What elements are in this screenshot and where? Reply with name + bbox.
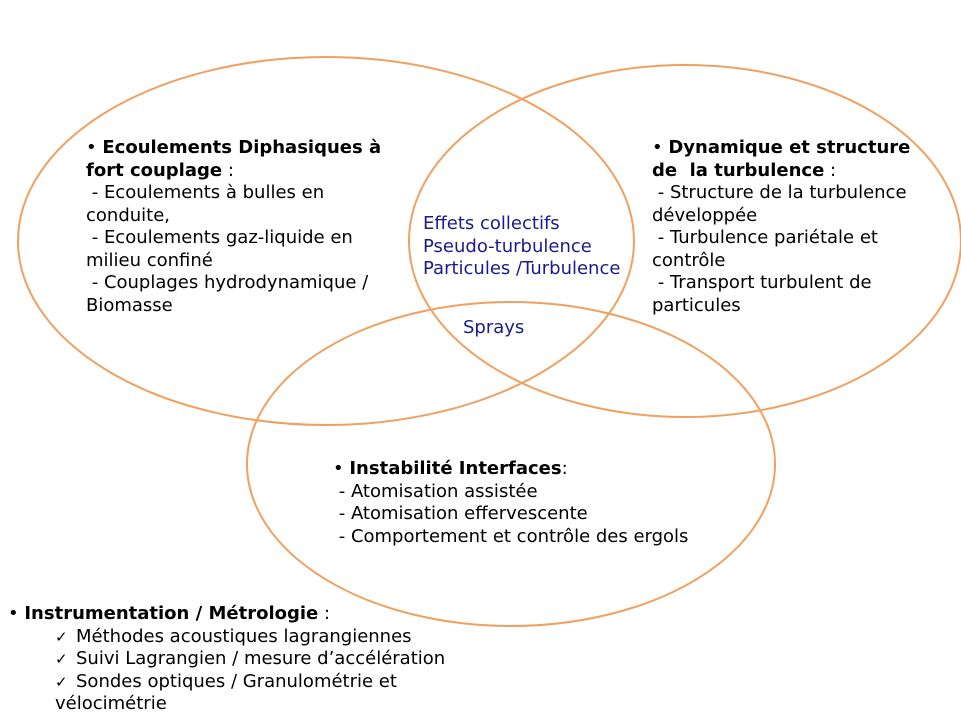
instrumentation-title-line: • Instrumentation / Métrologie :: [8, 603, 331, 624]
right-topic-item: développée: [652, 204, 758, 226]
right-circle: [408, 64, 961, 418]
right-topic-item: - Structure de la turbulence: [652, 182, 907, 203]
right-topic-title-line2: de la turbulence :: [652, 159, 837, 181]
bullet: •: [333, 458, 344, 479]
left-topic-item: conduite,: [86, 204, 171, 226]
bottom-topic-item: - Atomisation assistée: [333, 480, 538, 502]
check-icon: ✓: [55, 672, 68, 691]
center-intersection-item: Particules /Turbulence: [423, 258, 621, 279]
left-topic-title-line1: • Ecoulements Diphasiques à: [86, 137, 381, 160]
left-topic-item: Biomasse: [86, 294, 173, 316]
bottom-topic-item: - Atomisation effervescente: [333, 503, 588, 524]
bottom-topic-block: • Instabilité Interfaces: - Atomisation …: [333, 458, 688, 548]
instrumentation-item: ✓Suivi Lagrangien / mesure d’accélératio…: [55, 648, 446, 669]
left-topic-item: milieu confiné: [86, 249, 213, 271]
bottom-topic-title: Instabilité Interfaces: [349, 458, 562, 479]
left-topic-item: - Ecoulements à bulles en: [86, 182, 325, 203]
left-topic-item: - Ecoulements gaz-liquide en: [86, 227, 353, 248]
bullet: •: [86, 137, 97, 158]
right-topic-item: particules: [652, 294, 741, 316]
instrumentation-item-continuation: vélocimétrie: [55, 693, 167, 714]
center-intersection-item: Effets collectifs: [423, 213, 560, 234]
bullet: •: [652, 137, 663, 158]
left-topic-title: Ecoulements Diphasiques à: [102, 137, 382, 158]
center-intersection-block: Effets collectifs Pseudo-turbulence Part…: [423, 213, 620, 281]
instrumentation-item: ✓Sondes optiques / Granulométrie et: [55, 670, 397, 692]
sprays-label: Sprays: [463, 317, 525, 338]
left-topic-block: • Ecoulements Diphasiques à fort couplag…: [86, 137, 381, 317]
bottom-circle: [246, 301, 776, 627]
right-topic-item: - Turbulence pariétale et: [652, 227, 878, 248]
center-intersection-item: Pseudo-turbulence: [423, 235, 592, 257]
instrumentation-block: • Instrumentation / Métrologie : ✓Méthod…: [8, 603, 445, 716]
bottom-topic-title-line: • Instabilité Interfaces:: [333, 458, 568, 479]
left-topic-item: - Couplages hydrodynamique /: [86, 272, 369, 293]
right-topic-title: Dynamique et structure: [668, 137, 911, 158]
check-icon: ✓: [55, 627, 68, 646]
bullet: •: [8, 603, 19, 624]
instrumentation-title: Instrumentation / Métrologie: [24, 603, 319, 624]
right-topic-item: - Transport turbulent de: [652, 272, 872, 293]
bottom-topic-item: - Comportement et contrôle des ergols: [333, 525, 689, 547]
right-topic-title-line1: • Dynamique et structure: [652, 137, 910, 160]
check-icon: ✓: [55, 650, 68, 668]
left-topic-title-line2: fort couplage :: [86, 159, 234, 181]
right-topic-item: contrôle: [652, 249, 726, 271]
left-circle: [17, 56, 635, 426]
right-topic-block: • Dynamique et structure de la turbulenc…: [652, 137, 910, 317]
instrumentation-item: ✓Méthodes acoustiques lagrangiennes: [55, 625, 412, 647]
